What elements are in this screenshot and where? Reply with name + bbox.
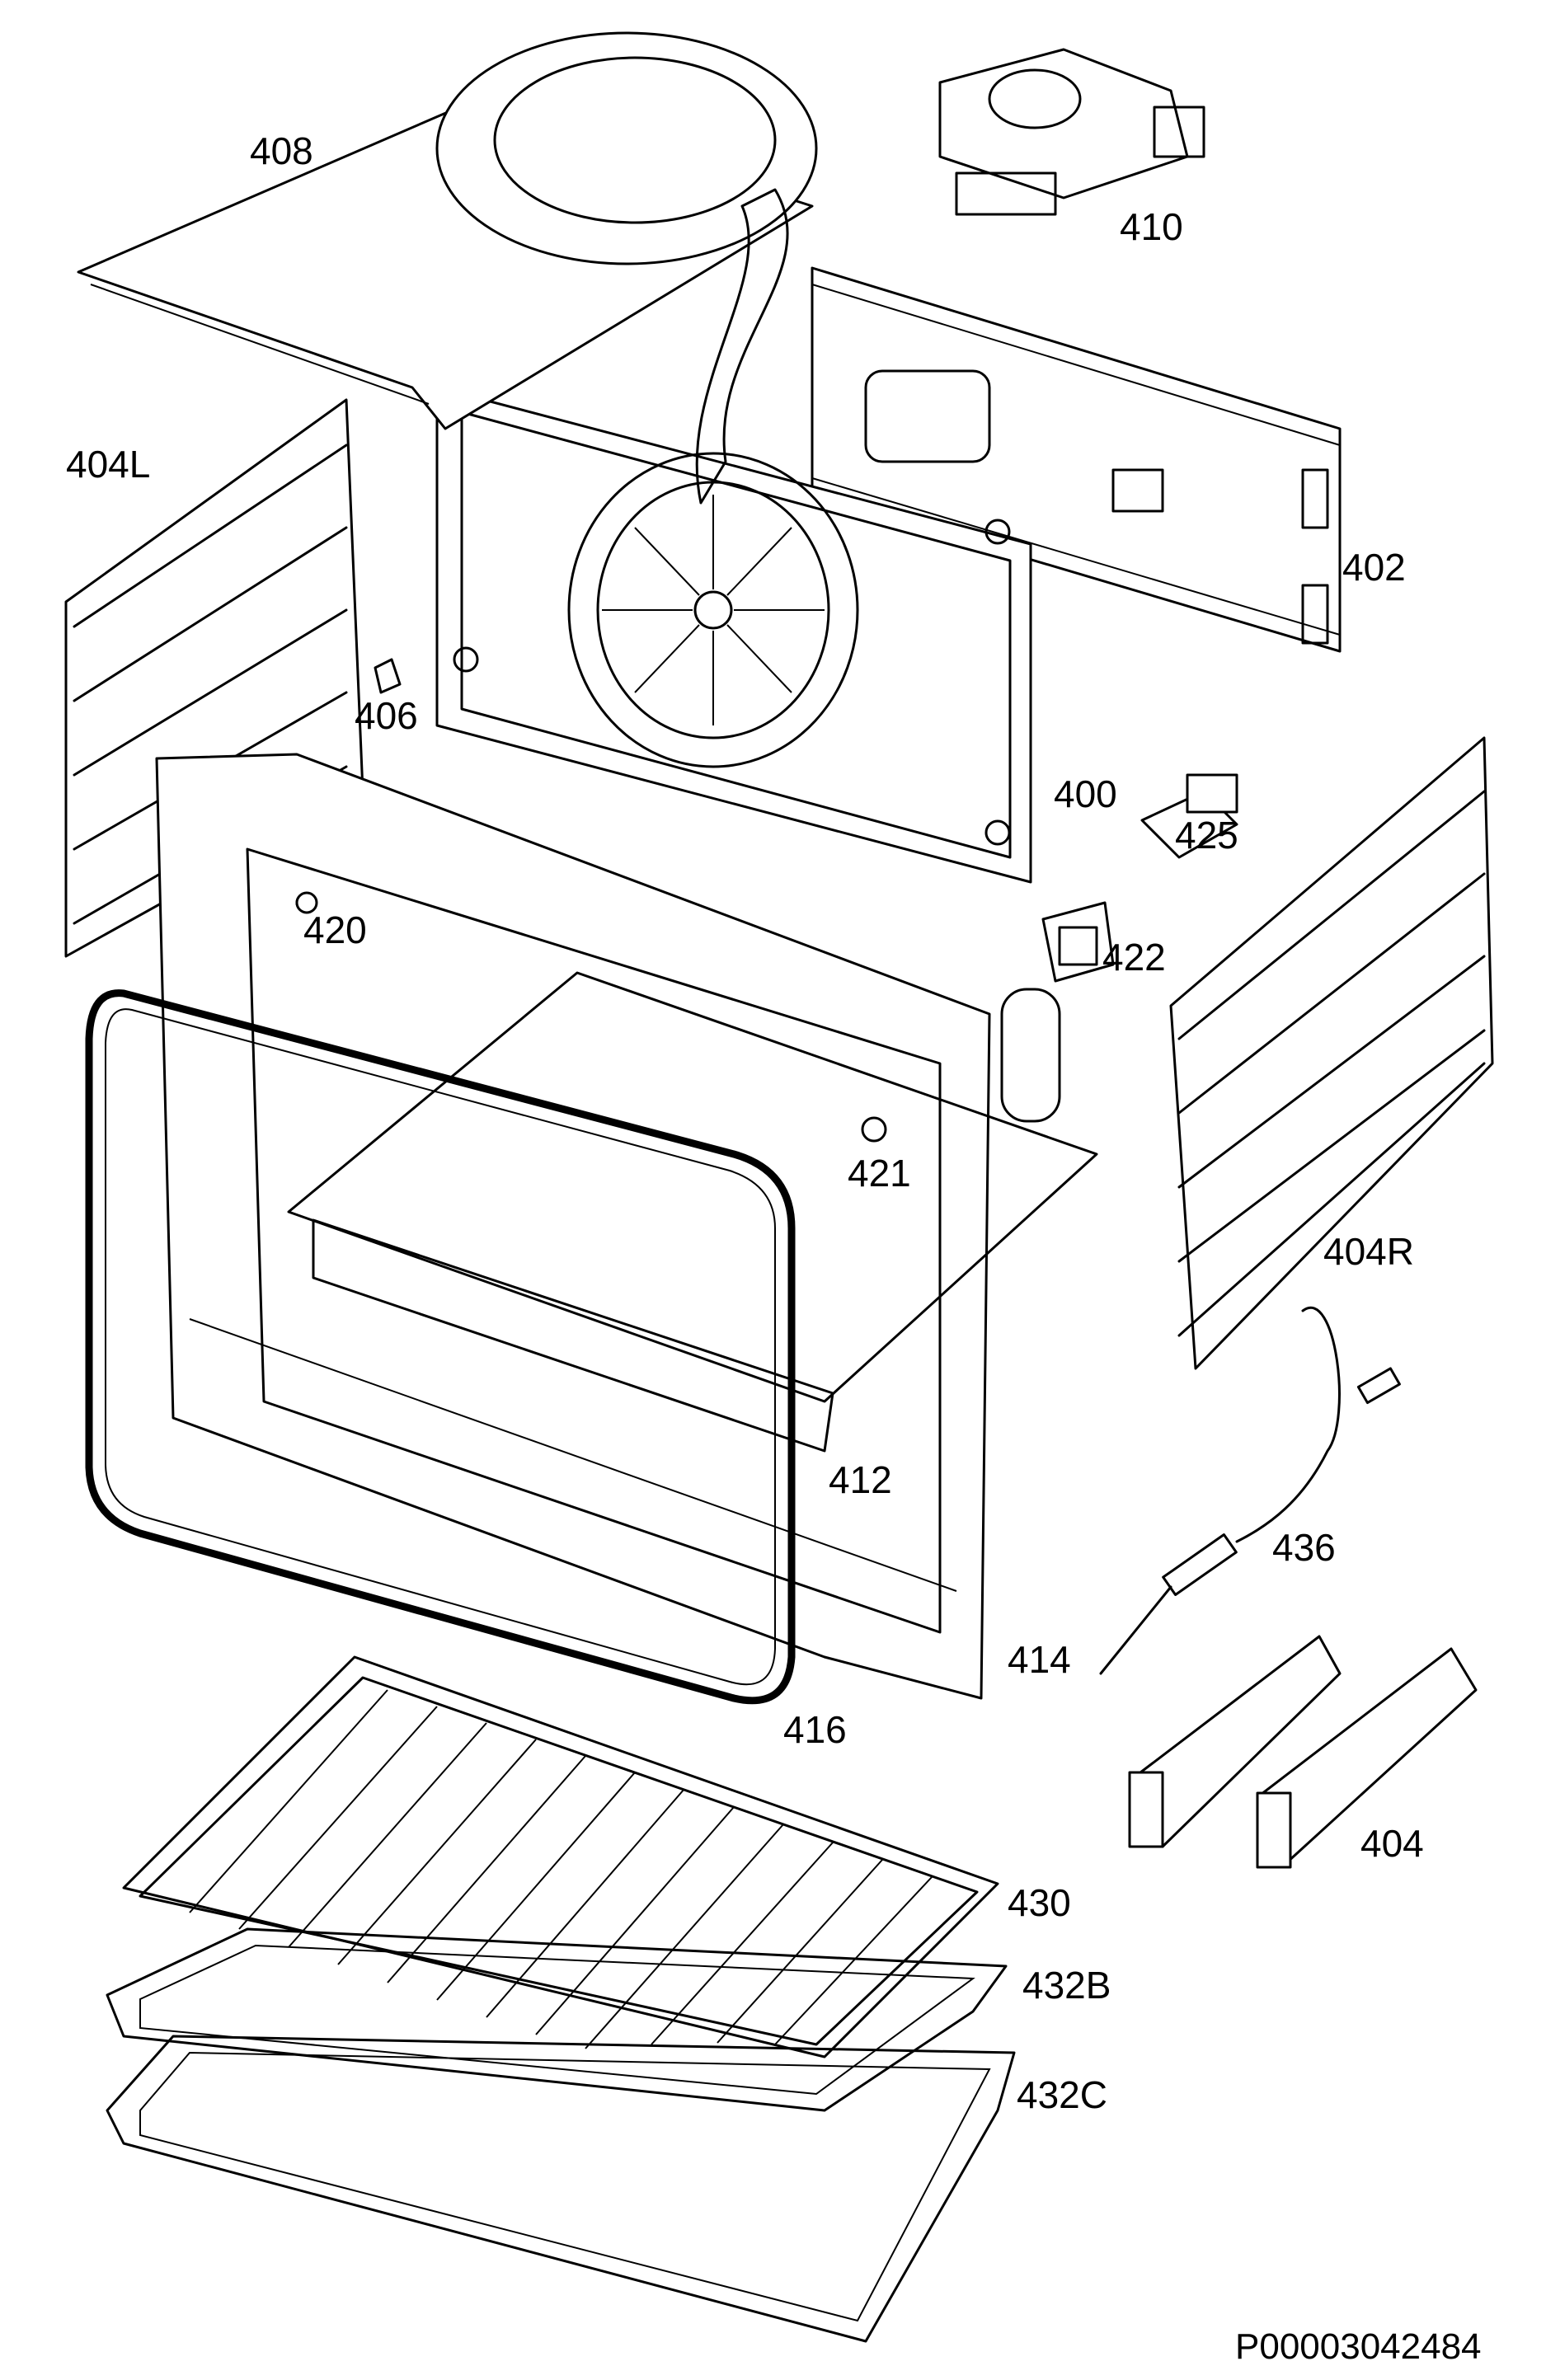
part-414-oven-cavity	[155, 753, 1098, 1700]
part-402-rear-strip	[811, 266, 1342, 653]
callout-414: 414	[1008, 1638, 1071, 1681]
callout-430: 430	[1008, 1881, 1071, 1924]
part-404-telescopic-runners	[1128, 1635, 1478, 1869]
part-432B-shallow-tray	[106, 1927, 1008, 2112]
part-430-wire-shelf	[122, 1655, 999, 2058]
part-404R-right-rail	[1169, 736, 1494, 1370]
callout-412: 412	[829, 1458, 892, 1501]
callout-432B: 432B	[1022, 1964, 1111, 2007]
part-425-bracket	[1140, 773, 1238, 859]
callout-432C: 432C	[1017, 2073, 1107, 2116]
callout-404R: 404R	[1323, 1230, 1414, 1273]
callout-408: 408	[250, 129, 313, 172]
part-416-door-seal	[85, 989, 796, 1705]
drawing-code: P00003042484	[1235, 2326, 1482, 2367]
callout-425: 425	[1175, 814, 1238, 857]
part-400-back-wall	[435, 369, 1032, 884]
callout-436: 436	[1272, 1526, 1336, 1569]
callout-416: 416	[783, 1708, 847, 1751]
part-408-top-cover	[77, 31, 818, 505]
part-410-fan-motor	[938, 48, 1205, 216]
part-420-screw	[295, 891, 318, 914]
callout-410: 410	[1120, 205, 1183, 248]
part-432C-deep-tray	[106, 2035, 1016, 2343]
callout-400: 400	[1054, 772, 1117, 815]
callout-406: 406	[355, 694, 418, 737]
callout-421: 421	[848, 1152, 911, 1195]
part-406-clip	[374, 658, 402, 694]
callout-422: 422	[1102, 936, 1166, 979]
callout-402: 402	[1342, 546, 1406, 589]
callout-404L: 404L	[66, 443, 151, 486]
part-422-lamp-holder	[1041, 901, 1115, 983]
part-436-meat-probe	[1099, 1307, 1401, 1675]
part-421-screw	[861, 1116, 887, 1143]
callout-404: 404	[1360, 1822, 1424, 1865]
callout-420: 420	[303, 908, 367, 951]
